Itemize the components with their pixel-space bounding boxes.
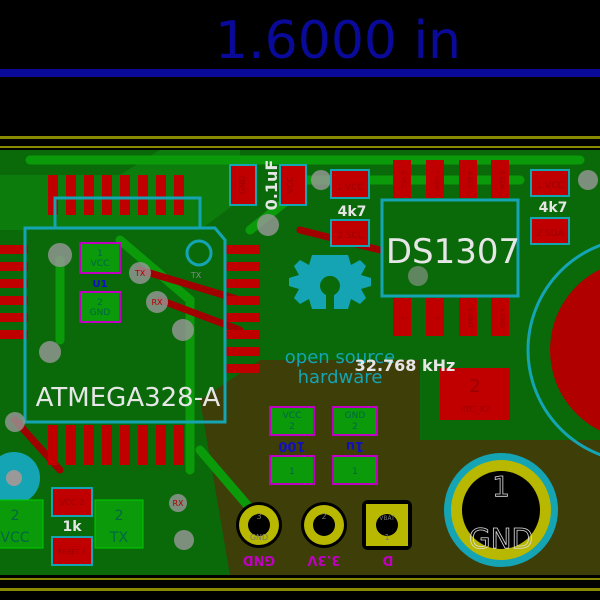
pin-label: 1 — [400, 316, 407, 320]
resistor-value: 1k — [62, 519, 82, 535]
mount-hole — [6, 470, 22, 486]
pin-label: 7 SQW — [433, 170, 440, 190]
pad-net: RESET 1 — [57, 548, 86, 556]
board-edge-top — [0, 136, 600, 148]
battery-pad — [550, 269, 600, 431]
pad-net: 1 VCC — [336, 183, 363, 193]
pad-number: 1 — [97, 249, 103, 259]
pad-number: 2 — [289, 422, 295, 432]
resistor-sda[interactable]: 1 VCC 4k7 2 SDA — [530, 169, 570, 245]
pad-number: 2 — [11, 508, 20, 524]
tx-label: TX — [190, 271, 202, 280]
pad-net: VCC — [283, 411, 302, 421]
via-label: RX — [151, 298, 163, 307]
pad-net: VCC — [91, 259, 110, 269]
dimension-label: 1.6000 in — [215, 11, 461, 71]
pad-number: 2 — [115, 508, 124, 524]
cap-ref: U1 — [92, 279, 107, 290]
crystal[interactable]: 2 RTC_X2 32.768 kHz — [355, 356, 510, 420]
crystal-value: 32.768 kHz — [355, 356, 456, 375]
pad-net: GND — [469, 522, 533, 555]
cap-u1[interactable]: 1 VCC U1 2 GND — [79, 242, 121, 323]
pad-number: 2 — [97, 298, 103, 308]
board-edge-bottom — [0, 578, 600, 591]
pad-number: 1 — [492, 470, 510, 503]
resistor-reset[interactable]: VCC 2 1k RESET 1 — [51, 487, 93, 566]
mcu-pads-right — [225, 245, 260, 373]
pad-net: 2 SCL — [337, 231, 363, 241]
pin-label: 3.3V — [307, 552, 340, 567]
pad-number: 2 — [321, 512, 326, 521]
pin-label: 5 SDA — [498, 171, 505, 190]
pin-label: GND — [243, 552, 276, 567]
mcu-pads-bottom — [48, 425, 184, 465]
cap-ref: 100 — [278, 438, 305, 453]
pin-label: D — [382, 552, 393, 567]
pad-net: 1 VCC — [536, 181, 563, 191]
dimension-line — [0, 69, 600, 77]
cap-100[interactable]: VCC 2 100 1 — [269, 406, 315, 485]
pin-label: 4 GND — [498, 308, 505, 328]
rtc-value: DS1307 — [386, 232, 520, 272]
mcu-pads-top — [48, 175, 184, 215]
cap-1u[interactable]: GND 2 1u 1 — [332, 406, 378, 485]
via-label: RX — [172, 499, 184, 508]
resistor-value: 4k7 — [338, 204, 367, 220]
pad-net: GND — [345, 411, 366, 421]
pad-number: 3 — [256, 512, 261, 521]
oshw-logo: open source hardware — [285, 255, 395, 388]
pin-label: 2 — [433, 316, 440, 320]
pin-label: 8 VCC — [400, 171, 407, 189]
header-vcc[interactable]: 2 VCC — [0, 499, 44, 549]
pin-label: 3 VBAT — [466, 307, 473, 329]
mcu-pads-left — [0, 245, 28, 339]
pad-net: GND — [90, 308, 111, 318]
pad-net: VCC — [0, 530, 29, 546]
cap-value: 0.1uF — [262, 160, 281, 211]
pad-number: 2 — [352, 422, 358, 432]
pad-net: GND — [238, 176, 247, 194]
cap-ref: 1u — [346, 438, 364, 453]
resistor-scl[interactable]: 1 VCC 4k7 2 SCL — [330, 169, 370, 247]
pad-number: 2 — [469, 376, 480, 397]
logo-line1: open source — [285, 347, 395, 368]
battery-gnd-pad[interactable]: 1 GND — [444, 453, 558, 567]
pad-number: 1 — [289, 467, 295, 477]
pad-net: VBAT — [379, 515, 395, 522]
pad-net: RTC_X2 — [460, 405, 490, 414]
resistor-value: 4k7 — [539, 200, 568, 216]
pin-label: 6 SCL — [466, 171, 473, 189]
mcu-value: ATMEGA328-A — [36, 383, 221, 413]
cap-0.1uf[interactable]: GND VCC 0.1uF — [229, 160, 307, 211]
via-label: TX — [134, 269, 146, 278]
pad-net: TX — [109, 530, 129, 546]
pad-net: VCC 2 — [60, 498, 84, 507]
mcu-courtyard-top — [53, 196, 202, 230]
header-tx[interactable]: 2 TX — [94, 499, 144, 549]
vias: TX RX RX — [5, 170, 598, 550]
connector-pin-1[interactable]: VBAT 1 D — [362, 500, 412, 567]
pad-number: 1 — [352, 467, 358, 477]
pad-number: 1 — [384, 533, 389, 542]
connector-pin-3[interactable]: 3 GND GND — [236, 502, 282, 567]
pin1-marker — [185, 239, 213, 267]
pad-net: VCC — [286, 176, 295, 193]
connector-pin-2[interactable]: 2 3.3V — [301, 502, 347, 567]
pad-net: GND — [250, 533, 268, 542]
pad-net: 2 SDA — [536, 229, 564, 239]
logo-line2: hardware — [298, 367, 383, 388]
battery-outline — [526, 243, 600, 457]
rtc-ds1307[interactable]: 8 VCC 7 SQW 6 SCL 5 SDA 1 2 3 VBAT 4 GND… — [380, 160, 520, 336]
gear-icon — [289, 255, 371, 309]
